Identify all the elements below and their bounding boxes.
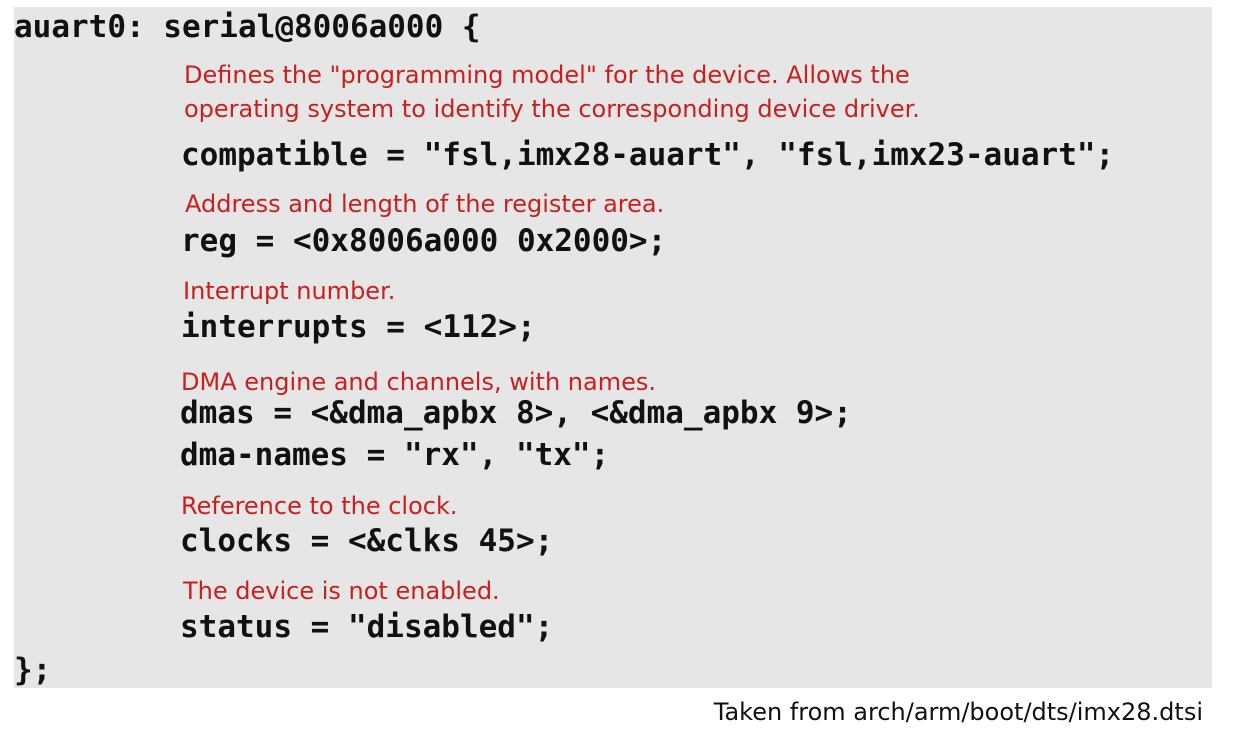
comment-compatible-line-1: Defines the "programming model" for the … bbox=[184, 61, 910, 89]
property-reg: reg = <0x8006a000 0x2000>; bbox=[181, 223, 667, 259]
property-dmas: dmas = <&dma_apbx 8>, <&dma_apbx 9>; bbox=[180, 395, 852, 431]
comment-reg: Address and length of the register area. bbox=[185, 190, 665, 218]
property-dma-names: dma-names = "rx", "tx"; bbox=[180, 437, 610, 473]
comment-interrupts: Interrupt number. bbox=[183, 277, 396, 305]
comment-compatible-line-2: operating system to identify the corresp… bbox=[184, 95, 920, 123]
property-clocks: clocks = <&clks 45>; bbox=[180, 523, 554, 559]
source-caption: Taken from arch/arm/boot/dts/imx28.dtsi bbox=[713, 698, 1203, 726]
comment-clocks: Reference to the clock. bbox=[181, 492, 458, 520]
comment-dmas: DMA engine and channels, with names. bbox=[181, 368, 656, 396]
node-close-line: }; bbox=[14, 652, 52, 688]
node-open-line: auart0: serial@8006a000 { bbox=[14, 9, 481, 45]
property-compatible: compatible = "fsl,imx28-auart", "fsl,imx… bbox=[181, 137, 1115, 173]
comment-status: The device is not enabled. bbox=[183, 577, 500, 605]
code-panel: auart0: serial@8006a000 { Defines the "p… bbox=[14, 7, 1212, 688]
property-status: status = "disabled"; bbox=[180, 609, 554, 645]
property-interrupts: interrupts = <112>; bbox=[181, 309, 536, 345]
